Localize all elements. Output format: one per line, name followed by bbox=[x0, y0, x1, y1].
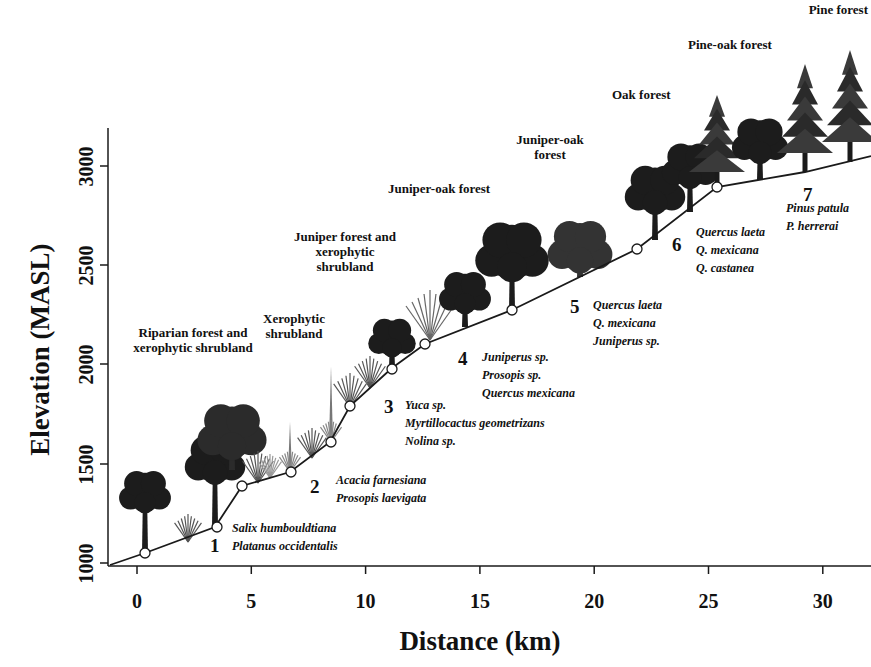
sample-site bbox=[420, 339, 430, 349]
x-axis bbox=[108, 565, 871, 567]
tick-label: 2000 bbox=[75, 344, 98, 384]
tick-label: 1000 bbox=[75, 543, 98, 583]
tree-crown bbox=[134, 492, 155, 513]
tick-mark bbox=[136, 566, 138, 574]
tick-mark bbox=[100, 264, 108, 266]
axis-title: Distance (km) bbox=[399, 626, 560, 657]
shrub-stroke bbox=[370, 364, 382, 388]
species-name: Prosopis sp. bbox=[482, 369, 541, 383]
tree-crown bbox=[749, 141, 772, 164]
sample-site bbox=[345, 401, 355, 411]
tick-label: 0 bbox=[132, 590, 142, 613]
sample-site bbox=[212, 522, 222, 532]
species-name: Quercus mexicana bbox=[482, 387, 575, 401]
tick-mark bbox=[365, 566, 367, 574]
sample-site bbox=[237, 481, 247, 491]
tick-label: 3000 bbox=[75, 146, 98, 186]
tree-crown bbox=[203, 460, 228, 485]
tick-mark bbox=[251, 566, 253, 574]
tree-crown bbox=[382, 338, 401, 357]
zone-label: Pine-oak forest bbox=[688, 38, 772, 53]
tick-mark bbox=[822, 566, 824, 574]
vegetation bbox=[119, 50, 871, 553]
zone-label: Riparian forest and xerophytic shrubland bbox=[131, 326, 256, 356]
species-name: Juniperus sp. bbox=[482, 351, 549, 365]
site-number: 1 bbox=[210, 535, 220, 557]
tree-crown bbox=[567, 247, 593, 273]
elevation-profile-line bbox=[110, 156, 871, 565]
tree-crown bbox=[454, 293, 475, 314]
tick-label: 2500 bbox=[75, 245, 98, 285]
tick-label: 15 bbox=[470, 590, 490, 613]
tick-mark bbox=[708, 566, 710, 574]
species-name: Salix humbouldtiana bbox=[232, 522, 336, 536]
sample-site bbox=[286, 467, 296, 477]
sample-site bbox=[712, 182, 722, 192]
species-name: P. herrerai bbox=[786, 220, 838, 234]
tick-mark bbox=[100, 562, 108, 564]
zone-label: Pine forest bbox=[809, 3, 868, 18]
species-name: Quercus laeta bbox=[593, 299, 662, 313]
species-name: Nolina sp. bbox=[405, 435, 456, 449]
species-name: Q. mexicana bbox=[696, 244, 759, 258]
species-name: Yuca sp. bbox=[405, 399, 446, 413]
tree-crown bbox=[497, 252, 527, 282]
species-name: Acacia farnesiana bbox=[336, 474, 426, 488]
site-number: 6 bbox=[672, 234, 682, 256]
tree-crown bbox=[643, 190, 668, 215]
tick-label: 25 bbox=[699, 590, 719, 613]
species-name: Quercus laeta bbox=[696, 226, 765, 240]
shrub-stroke bbox=[188, 521, 198, 542]
tick-mark bbox=[593, 566, 595, 574]
species-name: Prosopis laevigata bbox=[336, 492, 426, 506]
tick-label: 30 bbox=[813, 590, 833, 613]
tick-mark bbox=[100, 463, 108, 465]
y-axis bbox=[107, 128, 109, 566]
tick-mark bbox=[100, 165, 108, 167]
conifer-crown bbox=[822, 117, 871, 142]
sample-site bbox=[507, 305, 517, 315]
zone-label: Juniper-oak forest bbox=[503, 133, 598, 163]
sample-site bbox=[326, 437, 336, 447]
species-name: Pinus patula bbox=[786, 202, 849, 216]
zone-label: Juniper forest and xerophytic shrubland bbox=[288, 230, 403, 275]
tick-mark bbox=[479, 566, 481, 574]
species-name: Myrtillocactus geometrizans bbox=[405, 417, 545, 431]
yucca-stalk bbox=[329, 366, 333, 442]
tick-label: 10 bbox=[356, 590, 376, 613]
site-number: 3 bbox=[384, 396, 394, 418]
species-name: Q. castanea bbox=[696, 262, 754, 276]
species-name: Juniperus sp. bbox=[593, 335, 660, 349]
zone-label: Xerophytic shrubland bbox=[252, 312, 337, 342]
yucca-stalk bbox=[288, 422, 292, 472]
tree-crown bbox=[218, 432, 246, 460]
site-number: 4 bbox=[458, 348, 468, 370]
zone-label: Oak forest bbox=[612, 88, 671, 103]
species-name: Q. mexicana bbox=[593, 317, 656, 331]
tick-label: 5 bbox=[246, 590, 256, 613]
sample-site bbox=[387, 364, 397, 374]
shrub-stroke bbox=[418, 298, 430, 340]
tick-mark bbox=[100, 363, 108, 365]
shrub-stroke bbox=[424, 294, 430, 340]
site-number: 2 bbox=[310, 476, 320, 498]
zone-label: Juniper-oak forest bbox=[388, 182, 490, 197]
sample-site bbox=[140, 548, 150, 558]
tick-label: 1500 bbox=[75, 444, 98, 484]
site-number: 5 bbox=[570, 296, 580, 318]
sample-site bbox=[632, 244, 642, 254]
tick-label: 20 bbox=[584, 590, 604, 613]
species-name: Platanus occidentalis bbox=[232, 540, 338, 554]
axis-title: Elevation (MASL) bbox=[24, 244, 55, 456]
